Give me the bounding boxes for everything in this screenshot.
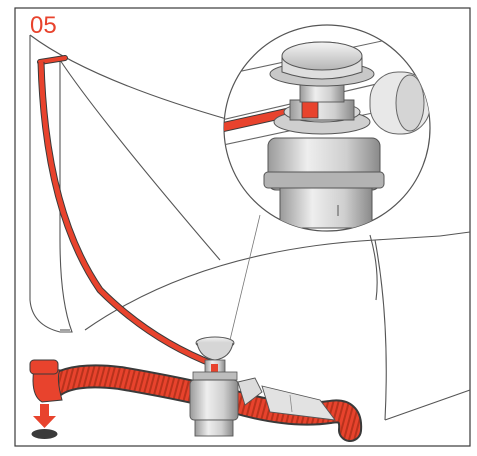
step-number: 05 <box>30 12 57 39</box>
zoom-leader-line <box>229 214 261 341</box>
waste-fitting-small <box>189 336 336 437</box>
floor-drain-icon <box>31 429 58 439</box>
overflow-cable <box>37 55 217 369</box>
arrow-down-icon <box>33 404 56 428</box>
frame-border <box>14 7 471 447</box>
detail-magnifier <box>223 24 431 232</box>
